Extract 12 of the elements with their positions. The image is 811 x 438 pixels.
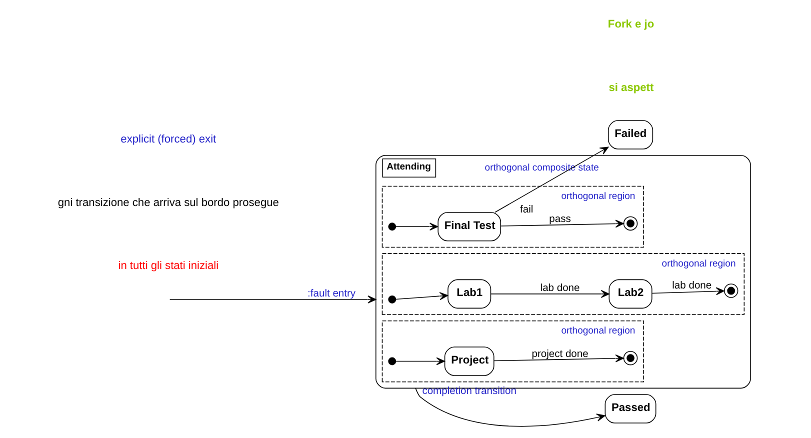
edge-label: lab done: [672, 280, 712, 292]
label: si aspett: [608, 82, 654, 94]
edge-label: project done: [531, 348, 588, 360]
edge-label: :fault entry: [307, 288, 356, 300]
label: gni transizione che arriva sul bordo prosegue: [57, 196, 278, 209]
edge-label: fail: [520, 204, 533, 216]
edge-label: lab done: [540, 283, 580, 294]
edge-label: pass: [548, 214, 570, 226]
label: explicit (forced) exit: [120, 133, 216, 146]
label: in tutti gli stati iniziali: [118, 260, 218, 272]
label: Fork e jo: [607, 18, 654, 31]
edge-label: completion transition: [422, 386, 516, 398]
